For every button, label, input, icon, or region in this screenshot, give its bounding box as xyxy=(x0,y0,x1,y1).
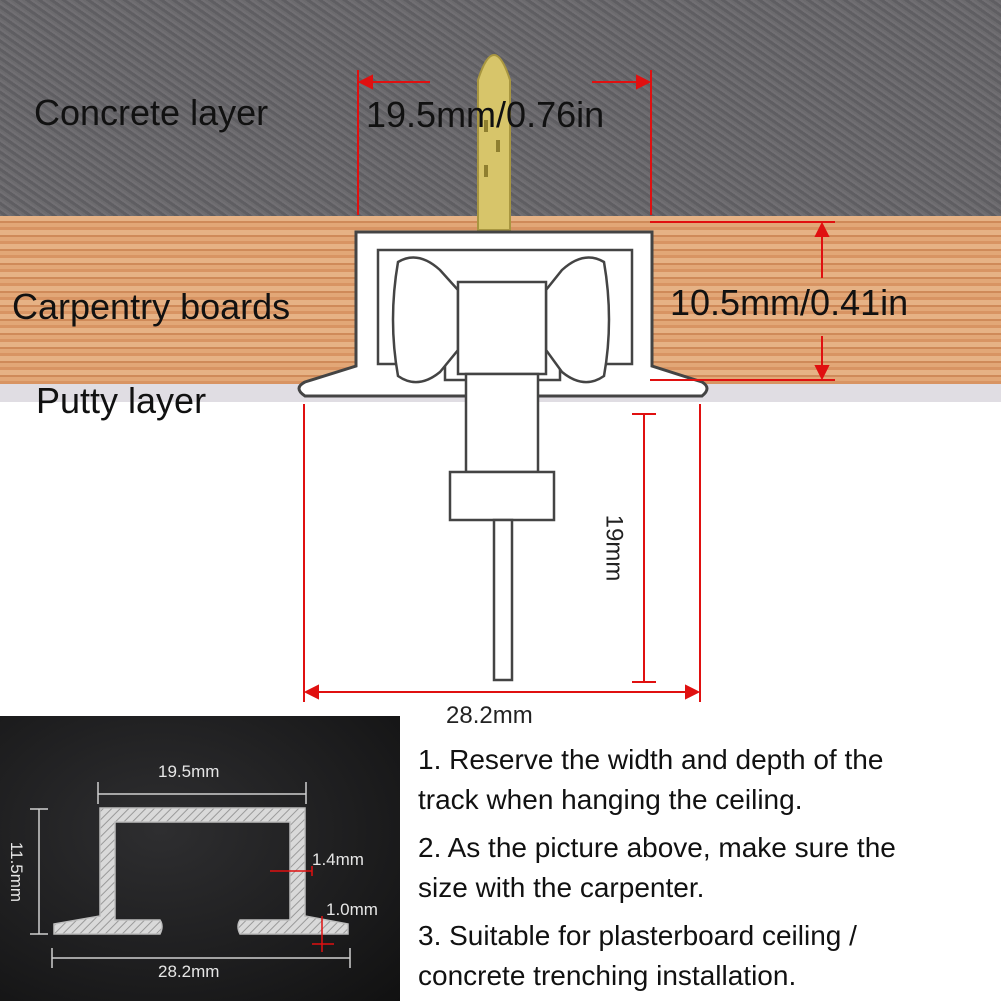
hanger-height-label: 19mm xyxy=(600,514,628,582)
note-3-line-1: 3. Suitable for plasterboard ceiling / xyxy=(418,920,857,951)
inset-profile-diagram xyxy=(30,782,351,968)
inset-height-label: 11.5mm xyxy=(7,841,27,903)
concrete-layer-label: Concrete layer xyxy=(34,92,269,133)
dimension-hanger-height xyxy=(632,413,656,683)
inset-flange-label: 1.0mm xyxy=(326,900,378,919)
inset-wall-label: 1.4mm xyxy=(312,850,364,869)
note-2-line-1: 2. As the picture above, make sure the xyxy=(418,832,896,863)
inset-red-markers xyxy=(270,866,334,952)
putty-layer-label: Putty layer xyxy=(36,380,207,421)
dimension-main-width xyxy=(357,70,652,215)
note-1-line-2: track when hanging the ceiling. xyxy=(418,784,803,815)
inset-profile-panel: 19.5mm 11.5mm 1.4mm 1.0mm 28.2mm xyxy=(0,716,400,1001)
inset-top-width-label: 19.5mm xyxy=(158,762,220,781)
inset-track-profile xyxy=(53,807,349,935)
note-2-line-2: size with the carpenter. xyxy=(418,872,705,903)
main-depth-label: 10.5mm/0.41in xyxy=(670,282,909,323)
main-width-label: 19.5mm/0.76in xyxy=(366,94,605,135)
right-roller-icon xyxy=(544,256,611,384)
flange-width-label: 28.2mm xyxy=(446,702,533,729)
carpentry-boards-label: Carpentry boards xyxy=(12,286,291,327)
inset-bottom-width-label: 28.2mm xyxy=(158,962,220,981)
note-1-line-1: 1. Reserve the width and depth of the xyxy=(418,744,884,775)
hanger-bolt-icon xyxy=(448,280,556,682)
left-roller-icon xyxy=(391,256,460,384)
inset-dimension-lines xyxy=(30,782,351,968)
dimension-main-depth xyxy=(650,221,835,381)
track-cross-section-diagram xyxy=(297,54,835,702)
dimension-flange-width xyxy=(303,404,701,702)
wall-anchor-icon xyxy=(477,54,511,231)
note-3-line-2: concrete trenching installation. xyxy=(418,960,797,991)
